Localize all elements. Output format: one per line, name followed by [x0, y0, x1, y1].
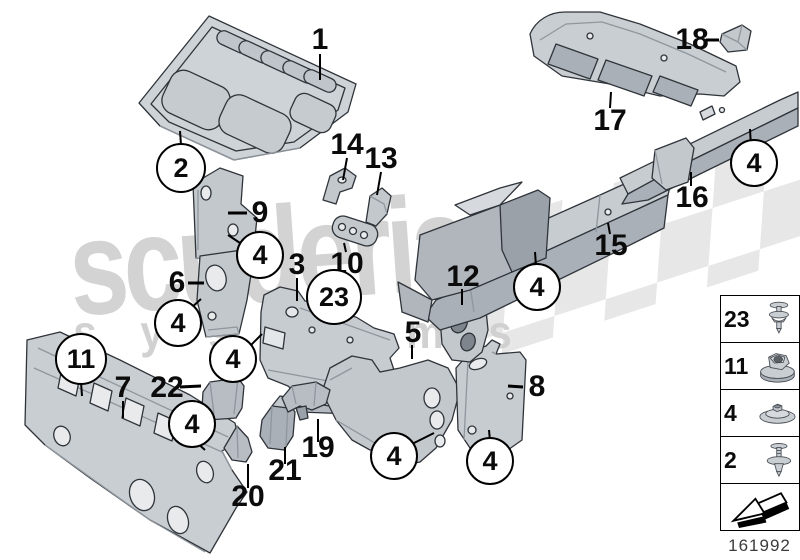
part-6-side-panel-insulation [196, 249, 253, 338]
leader-2 [179, 130, 182, 146]
part-5-dash-panel-insulation-right [321, 355, 461, 467]
part-13-bracket [365, 187, 392, 227]
expanding-rivet-icon [752, 438, 799, 482]
fastener-legend: 23 11 [720, 295, 800, 531]
legend-row-2: 2 [721, 437, 799, 484]
hex-nut-icon [752, 344, 799, 388]
leader-4f [488, 429, 491, 442]
part-tunnel-strip-upper-right [619, 91, 799, 205]
leader-15 [607, 222, 611, 235]
direction-arrow-icon [721, 486, 799, 528]
part-20-foam-wedge [223, 425, 253, 463]
leader-4h [749, 128, 752, 148]
legend-row-direction [721, 484, 799, 530]
part-16-insulation-piece [651, 137, 695, 191]
leader-11 [80, 381, 83, 397]
leader-22 [179, 384, 202, 389]
part-15-tunnel-insulation [397, 169, 673, 331]
push-rivet-clip-icon [752, 297, 799, 341]
part-19-foam-bracket [281, 381, 331, 421]
leader-4g [534, 251, 537, 267]
part-10-gasket-plate [331, 215, 379, 247]
leader-13 [376, 171, 382, 196]
legend-row-4: 4 [721, 390, 799, 437]
legend-row-23: 23 [721, 296, 799, 343]
leader-10 [343, 242, 347, 253]
drawing-number: 161992 [728, 536, 791, 555]
legend-label-23: 23 [724, 305, 750, 332]
part-7-11-front-wall-panel [24, 331, 248, 554]
cone-washer-icon [752, 391, 799, 435]
legend-label-2: 2 [724, 446, 737, 473]
part-22-foam-block [201, 377, 245, 421]
legend-label-11: 11 [724, 352, 749, 379]
leader-17 [609, 91, 612, 109]
part-9-apillar-insulation-left [192, 167, 258, 263]
part-14-bracket [322, 167, 357, 205]
part-1-hood-insulation [138, 15, 357, 161]
legend-label-4: 4 [724, 399, 737, 426]
legend-row-11: 11 [721, 343, 799, 390]
leader-23 [335, 315, 338, 325]
part-17-tunnel-insulation-top [529, 11, 741, 107]
part-18-small-pad [719, 24, 752, 53]
leader-8 [507, 384, 524, 389]
leader-14 [342, 157, 348, 181]
